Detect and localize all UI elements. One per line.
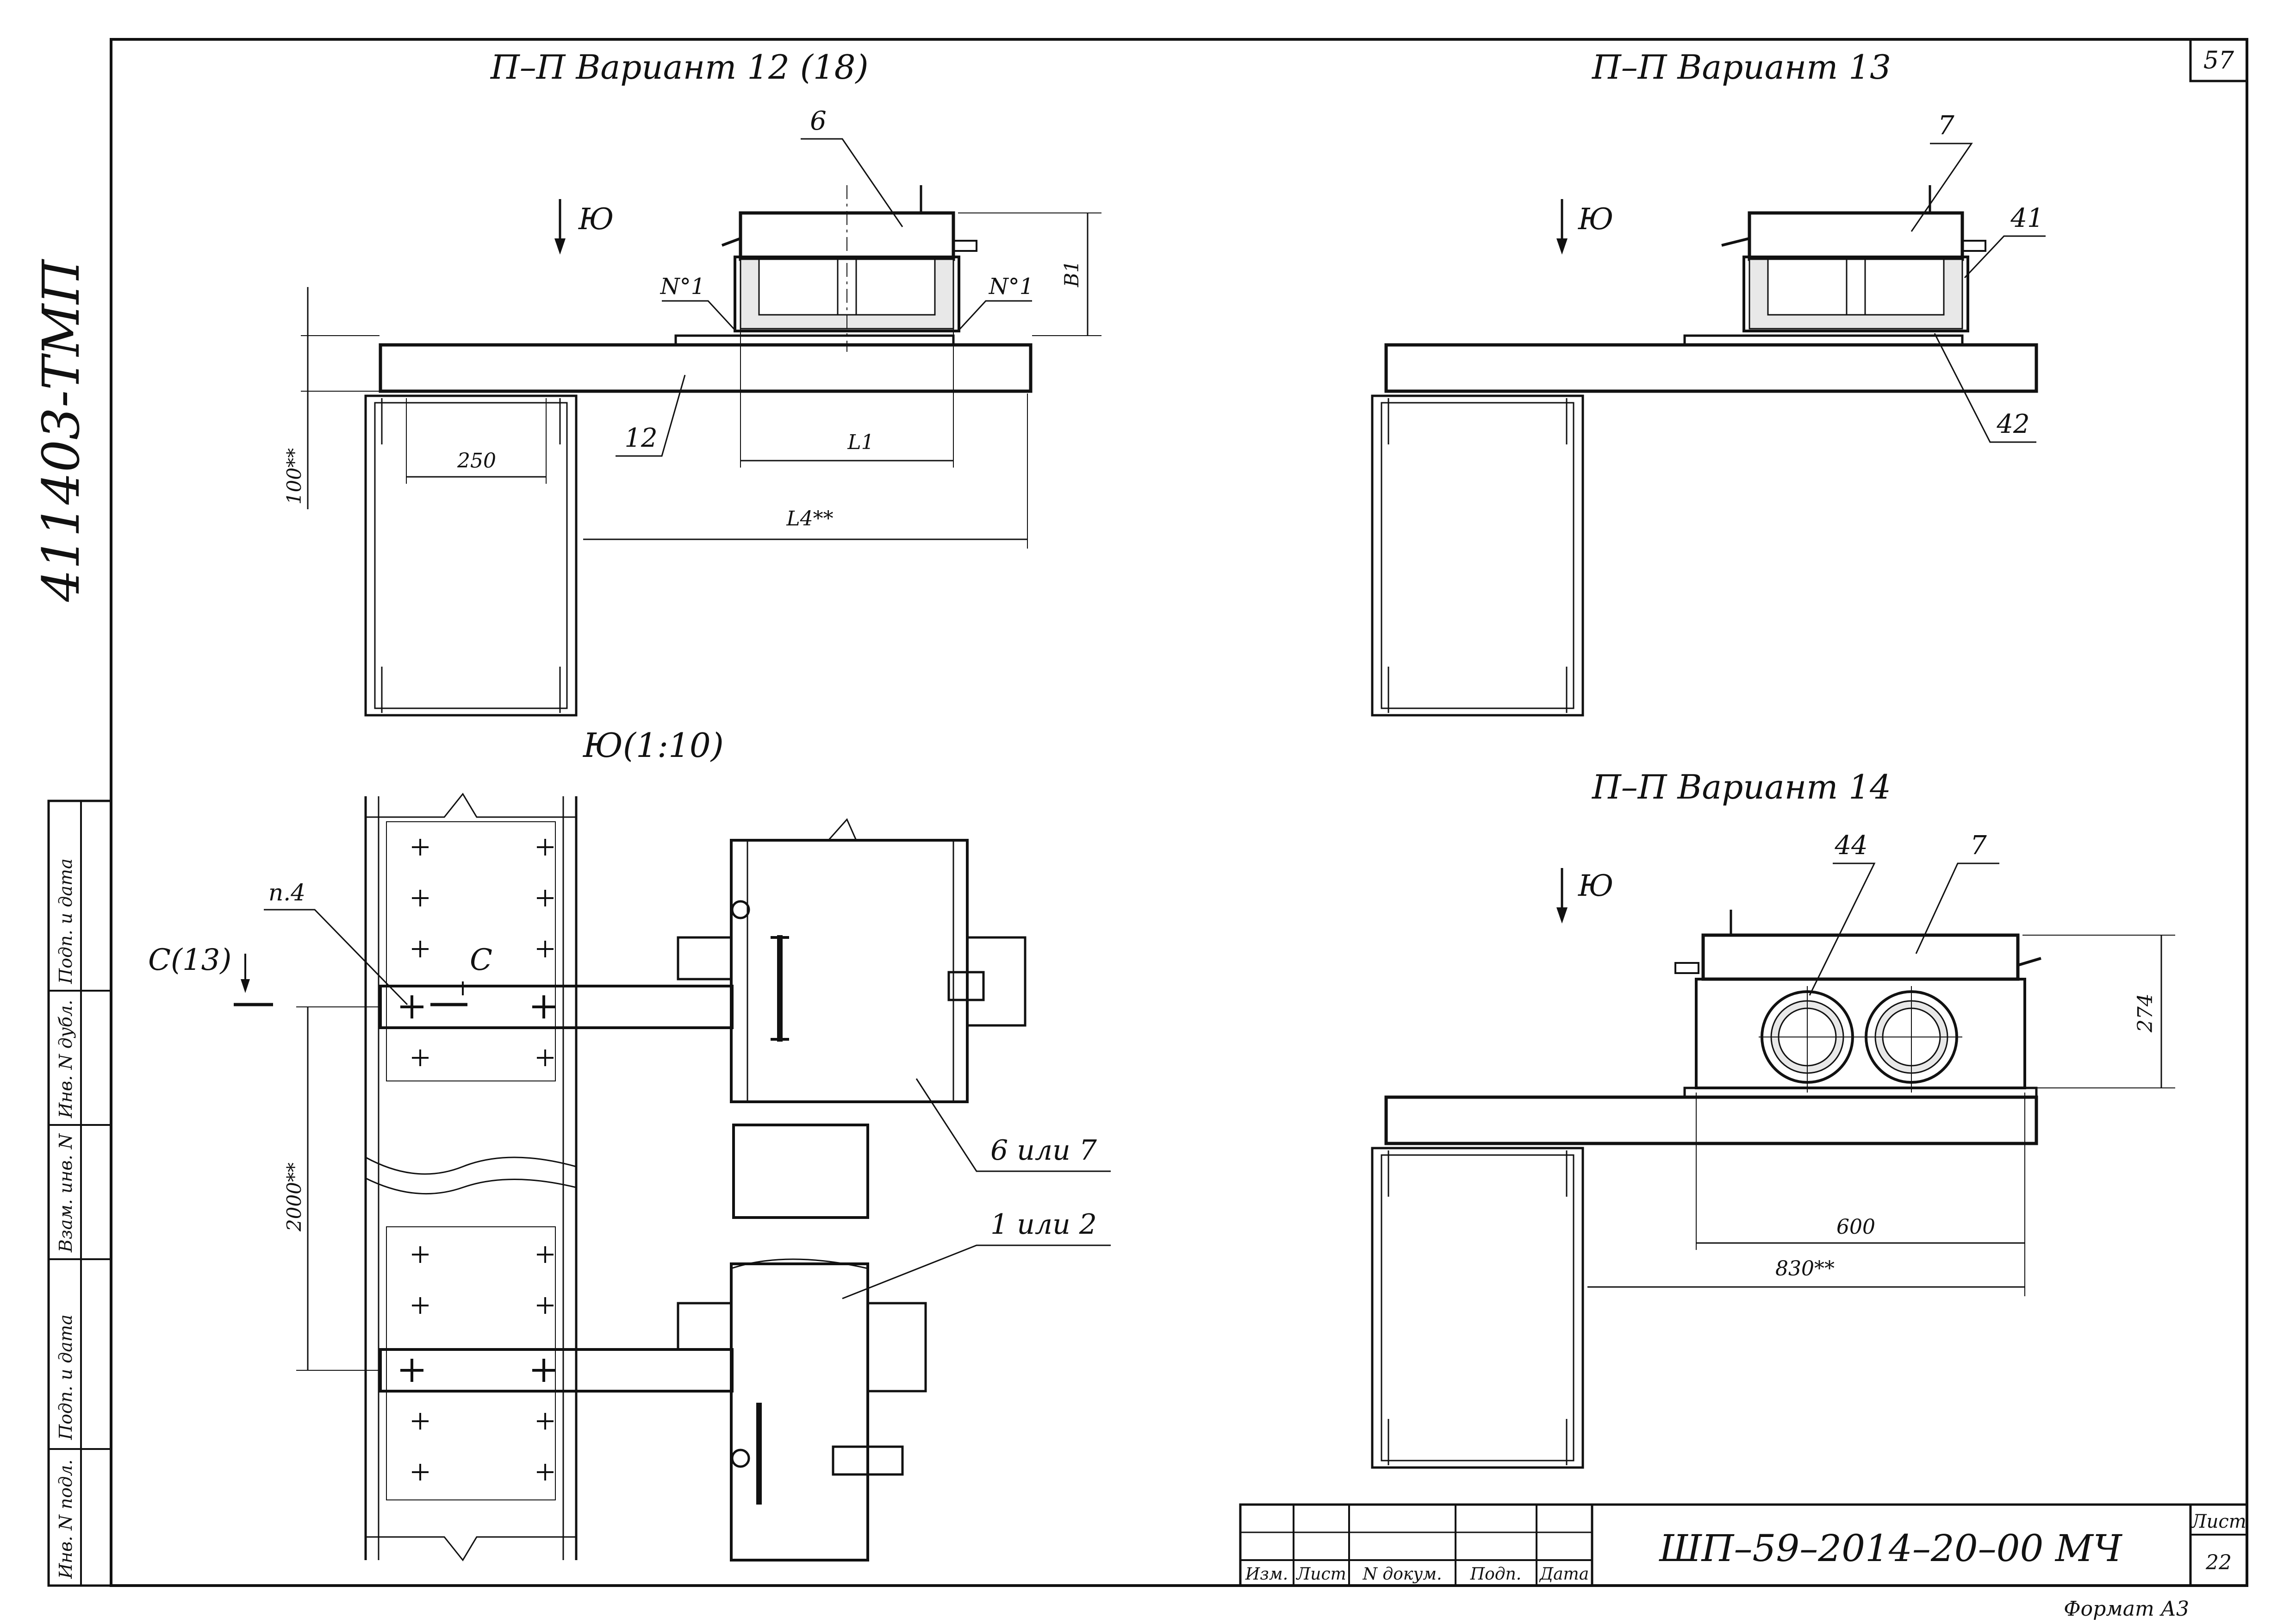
svg-text:С(13): С(13) bbox=[148, 943, 231, 977]
svg-text:2000**: 2000** bbox=[283, 1162, 305, 1232]
svg-text:600: 600 bbox=[1836, 1215, 1875, 1239]
v14-beam bbox=[1384, 1095, 2038, 1145]
side-stamp: Инв. N подл. Подп. и дата Взам. инв. N И… bbox=[47, 800, 112, 1587]
svg-text:12: 12 bbox=[624, 423, 657, 453]
v14-unit bbox=[1674, 910, 2041, 1093]
stamp-inv-podl: Инв. N подл. bbox=[56, 1460, 76, 1579]
stamp-podp-data-2: Подп. и дата bbox=[56, 858, 76, 984]
tb-ndokum: N докум. bbox=[1362, 1565, 1442, 1584]
v13-title: П–П Вариант 13 bbox=[1591, 48, 1891, 87]
page-number: 57 bbox=[2203, 47, 2234, 75]
svg-text:42: 42 bbox=[1996, 409, 2029, 439]
tb-sheet-label: Лист bbox=[2190, 1511, 2246, 1532]
v12-title: П–П Вариант 12 (18) bbox=[490, 48, 869, 87]
svg-text:250: 250 bbox=[457, 449, 496, 473]
svg-text:Ю: Ю bbox=[1578, 202, 1613, 237]
view-variant-14: П–П Вариант 14 Ю bbox=[1371, 768, 2175, 1469]
plan-title: Ю(1:10) bbox=[582, 726, 724, 765]
title-block: Изм. Лист N докум. Подп. Дата ШП–59–2014… bbox=[1239, 1503, 2248, 1587]
v12-callout-weld-right: N°1 bbox=[957, 274, 1034, 332]
archive-code: 411403-ТМП bbox=[31, 259, 91, 602]
v12-dim-b1: B1 bbox=[958, 212, 1101, 336]
svg-text:Ю: Ю bbox=[1578, 869, 1613, 903]
plan-beam-lower bbox=[379, 1348, 734, 1393]
v12-dim-l4: L4** bbox=[583, 394, 1028, 549]
svg-text:6: 6 bbox=[810, 106, 827, 136]
plan-section-left: С(13) bbox=[148, 943, 273, 1006]
svg-text:L4**: L4** bbox=[786, 507, 833, 531]
svg-text:41: 41 bbox=[2010, 203, 2043, 233]
v12-dim-100: 100** bbox=[283, 287, 380, 509]
plan-beam-upper bbox=[379, 985, 734, 1029]
svg-text:7: 7 bbox=[1970, 831, 1987, 861]
v12-direction-arrow: Ю bbox=[554, 199, 614, 255]
svg-text:п.4: п.4 bbox=[268, 879, 305, 906]
v12-dim-l1: L1 bbox=[740, 278, 954, 468]
tb-list: Лист bbox=[1295, 1565, 1346, 1584]
tb-sheet-number: 22 bbox=[2205, 1551, 2232, 1574]
v12-column bbox=[364, 394, 578, 717]
view-plan: Ю(1:10) bbox=[148, 726, 1111, 1562]
v13-base-plate bbox=[1683, 334, 1964, 346]
plan-callout-unit: 6 или 7 bbox=[915, 1078, 1111, 1172]
v13-direction-arrow: Ю bbox=[1556, 199, 1613, 255]
v13-callout-41: 41 bbox=[1964, 203, 2046, 279]
tb-izm: Изм. bbox=[1245, 1565, 1288, 1584]
svg-text:830**: 830** bbox=[1775, 1257, 1835, 1280]
v12-beam bbox=[379, 343, 1033, 393]
plan-column bbox=[364, 793, 578, 1562]
v13-callout-unit: 7 bbox=[1910, 111, 1973, 232]
svg-text:44: 44 bbox=[1834, 831, 1867, 861]
v14-title: П–П Вариант 14 bbox=[1591, 768, 1891, 806]
svg-text:N°1: N°1 bbox=[989, 274, 1034, 300]
svg-text:100**: 100** bbox=[283, 448, 305, 505]
svg-text:274: 274 bbox=[2134, 993, 2157, 1033]
svg-text:1 или 2: 1 или 2 bbox=[990, 1208, 1097, 1241]
plan-callout-support: 1 или 2 bbox=[842, 1208, 1111, 1299]
v12-unit bbox=[721, 185, 977, 352]
v13-unit bbox=[1721, 185, 1986, 332]
v13-callout-42: 42 bbox=[1934, 333, 2036, 443]
v14-callout-44: 44 bbox=[1809, 831, 1876, 996]
v14-direction-arrow: Ю bbox=[1556, 868, 1613, 924]
v12-callout-beam: 12 bbox=[616, 375, 686, 457]
svg-text:7: 7 bbox=[1938, 111, 1954, 141]
svg-text:N°1: N°1 bbox=[660, 274, 705, 300]
tb-podp: Подп. bbox=[1470, 1565, 1522, 1584]
v14-dim-274: 274 bbox=[2022, 935, 2175, 1088]
view-variant-12: П–П Вариант 12 (18) Ю bbox=[283, 48, 1101, 717]
v12-dim-250: 250 bbox=[406, 398, 547, 484]
v12-callout-weld-left: N°1 bbox=[660, 274, 737, 332]
v14-dim-830: 830** bbox=[1587, 1257, 2025, 1288]
svg-text:L1: L1 bbox=[847, 431, 874, 454]
plan-dim-2000: 2000** bbox=[283, 1006, 380, 1371]
format-label: Формат А3 bbox=[2064, 1597, 2189, 1621]
svg-text:6 или 7: 6 или 7 bbox=[990, 1134, 1097, 1167]
stamp-podp-data-1: Подп. и дата bbox=[56, 1314, 76, 1440]
stamp-vzam-inv: Взам. инв. N bbox=[56, 1133, 76, 1253]
svg-text:Ю: Ю bbox=[578, 202, 614, 237]
v12-callout-unit: 6 bbox=[801, 106, 903, 227]
tb-designation: ШП–59–2014–20–00 МЧ bbox=[1658, 1527, 2122, 1570]
v13-column bbox=[1371, 394, 1584, 717]
page-number-box bbox=[2189, 38, 2248, 82]
v14-callout-unit: 7 bbox=[1915, 831, 1999, 954]
tb-data: Дата bbox=[1539, 1565, 1589, 1584]
stamp-inv-dubl: Инв. N дубл. bbox=[56, 1000, 76, 1118]
plan-callout-note: п.4 bbox=[264, 879, 408, 1006]
plan-support-lower bbox=[730, 1262, 869, 1562]
view-variant-13: П–П Вариант 13 Ю bbox=[1371, 48, 2046, 717]
svg-text:B1: B1 bbox=[1060, 260, 1083, 287]
v14-column bbox=[1371, 1147, 1584, 1469]
v13-beam bbox=[1384, 343, 2038, 393]
plan-section-right: С bbox=[430, 943, 492, 1006]
svg-text:С: С bbox=[470, 943, 492, 977]
plan-support-block bbox=[732, 1124, 869, 1219]
plan-unit-upper bbox=[730, 839, 969, 1103]
v14-dim-600: 600 bbox=[1696, 1093, 2025, 1296]
